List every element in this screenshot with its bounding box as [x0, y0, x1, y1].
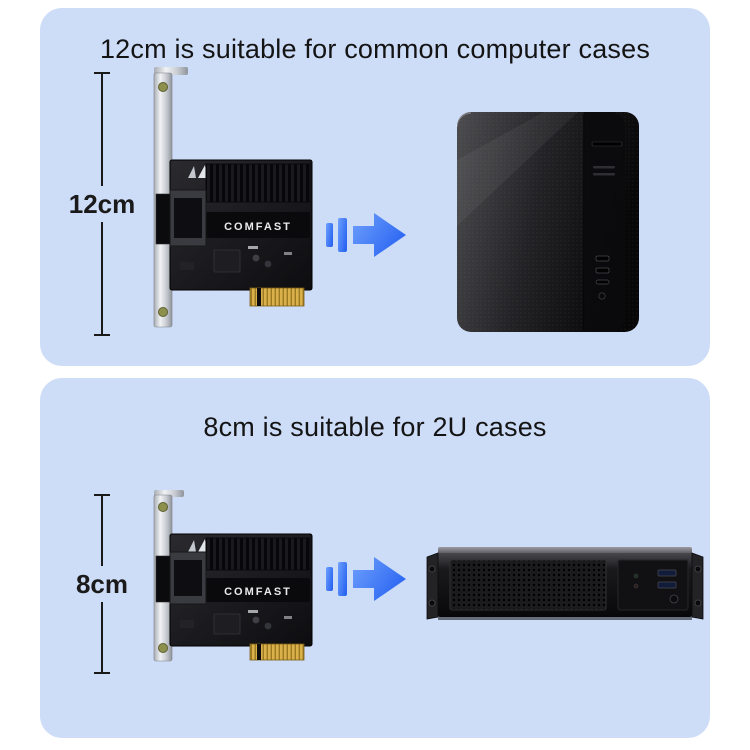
rack-ear-left — [426, 552, 439, 620]
measurement-12cm: 12cm — [42, 72, 162, 336]
screw — [158, 307, 168, 317]
pcb: COMFAST — [169, 533, 313, 661]
tower-case — [456, 112, 639, 332]
measure-line-upper — [101, 74, 103, 186]
edge-highlight — [456, 112, 472, 128]
rack-case — [426, 547, 704, 620]
connector-notch — [257, 644, 261, 660]
mesh-vent — [449, 559, 607, 611]
power-button — [669, 594, 679, 604]
front-io-panel — [617, 559, 689, 611]
bracket-port-cutout — [155, 193, 172, 245]
bracket-port-cutout — [155, 555, 172, 603]
heatsink-fins — [205, 537, 311, 571]
measurement-label: 8cm — [75, 569, 129, 599]
screw — [158, 82, 168, 92]
ethernet-port — [169, 551, 207, 605]
usb-port — [657, 569, 677, 577]
screw — [158, 502, 168, 512]
heatsink-fins — [205, 163, 311, 203]
connector-notch — [257, 288, 261, 306]
comfast-logo-icon — [188, 165, 207, 178]
measure-bottom-cap — [94, 672, 110, 674]
panel-2u-case: 8cm is suitable for 2U cases 8cm — [40, 378, 710, 738]
screw-hole — [694, 599, 702, 607]
measure-line-upper — [101, 496, 103, 566]
pcie-card-12cm-image: COMFAST — [153, 67, 313, 328]
panel-common-case: 12cm is suitable for common computer cas… — [40, 8, 710, 366]
rack-2u-case-image — [426, 547, 704, 620]
smd-components — [180, 610, 292, 635]
measure-line-lower — [101, 222, 103, 334]
arrow-right-icon — [326, 213, 406, 257]
brand-label: COMFAST — [224, 586, 292, 598]
side-panel-sheen — [457, 112, 578, 226]
measure-top-cap — [94, 72, 110, 74]
smd-components — [180, 246, 292, 273]
audio-jack — [598, 292, 606, 300]
heatsink-bar — [206, 578, 310, 602]
heatsink-bar — [206, 212, 310, 238]
pcie-gold-connector — [249, 643, 305, 661]
optical-drive-slot — [591, 141, 623, 147]
usb-port — [595, 267, 610, 274]
pcie-gold-connector — [249, 287, 305, 307]
screw-hole — [428, 565, 436, 573]
panel-title-12cm: 12cm is suitable for common computer cas… — [99, 34, 651, 64]
vent-slit — [593, 166, 615, 169]
panel-title-8cm: 8cm is suitable for 2U cases — [203, 412, 547, 442]
tower-computer-case-image — [456, 112, 639, 332]
brand-label: COMFAST — [224, 221, 292, 233]
measurement-8cm: 8cm — [42, 494, 162, 674]
comfast-logo-icon — [188, 539, 207, 552]
pcie-card-8cm-image: COMFAST — [153, 490, 313, 662]
screw-hole — [428, 599, 436, 607]
rack-ear-right — [691, 552, 704, 620]
measure-bottom-cap — [94, 334, 110, 336]
led — [633, 583, 639, 589]
usb-c-port — [595, 279, 610, 285]
measurement-label: 12cm — [68, 189, 136, 219]
led — [633, 573, 639, 579]
bottom-shadow — [438, 617, 692, 620]
ethernet-port — [169, 189, 207, 247]
usb-port — [595, 255, 610, 262]
pcb: COMFAST — [169, 159, 313, 307]
usb-port — [657, 581, 677, 589]
measure-top-cap — [94, 494, 110, 496]
arrow-right-icon — [326, 557, 406, 601]
screw — [158, 643, 168, 653]
measure-line-lower — [101, 602, 103, 672]
vent-slit — [593, 173, 615, 176]
screw-hole — [694, 565, 702, 573]
